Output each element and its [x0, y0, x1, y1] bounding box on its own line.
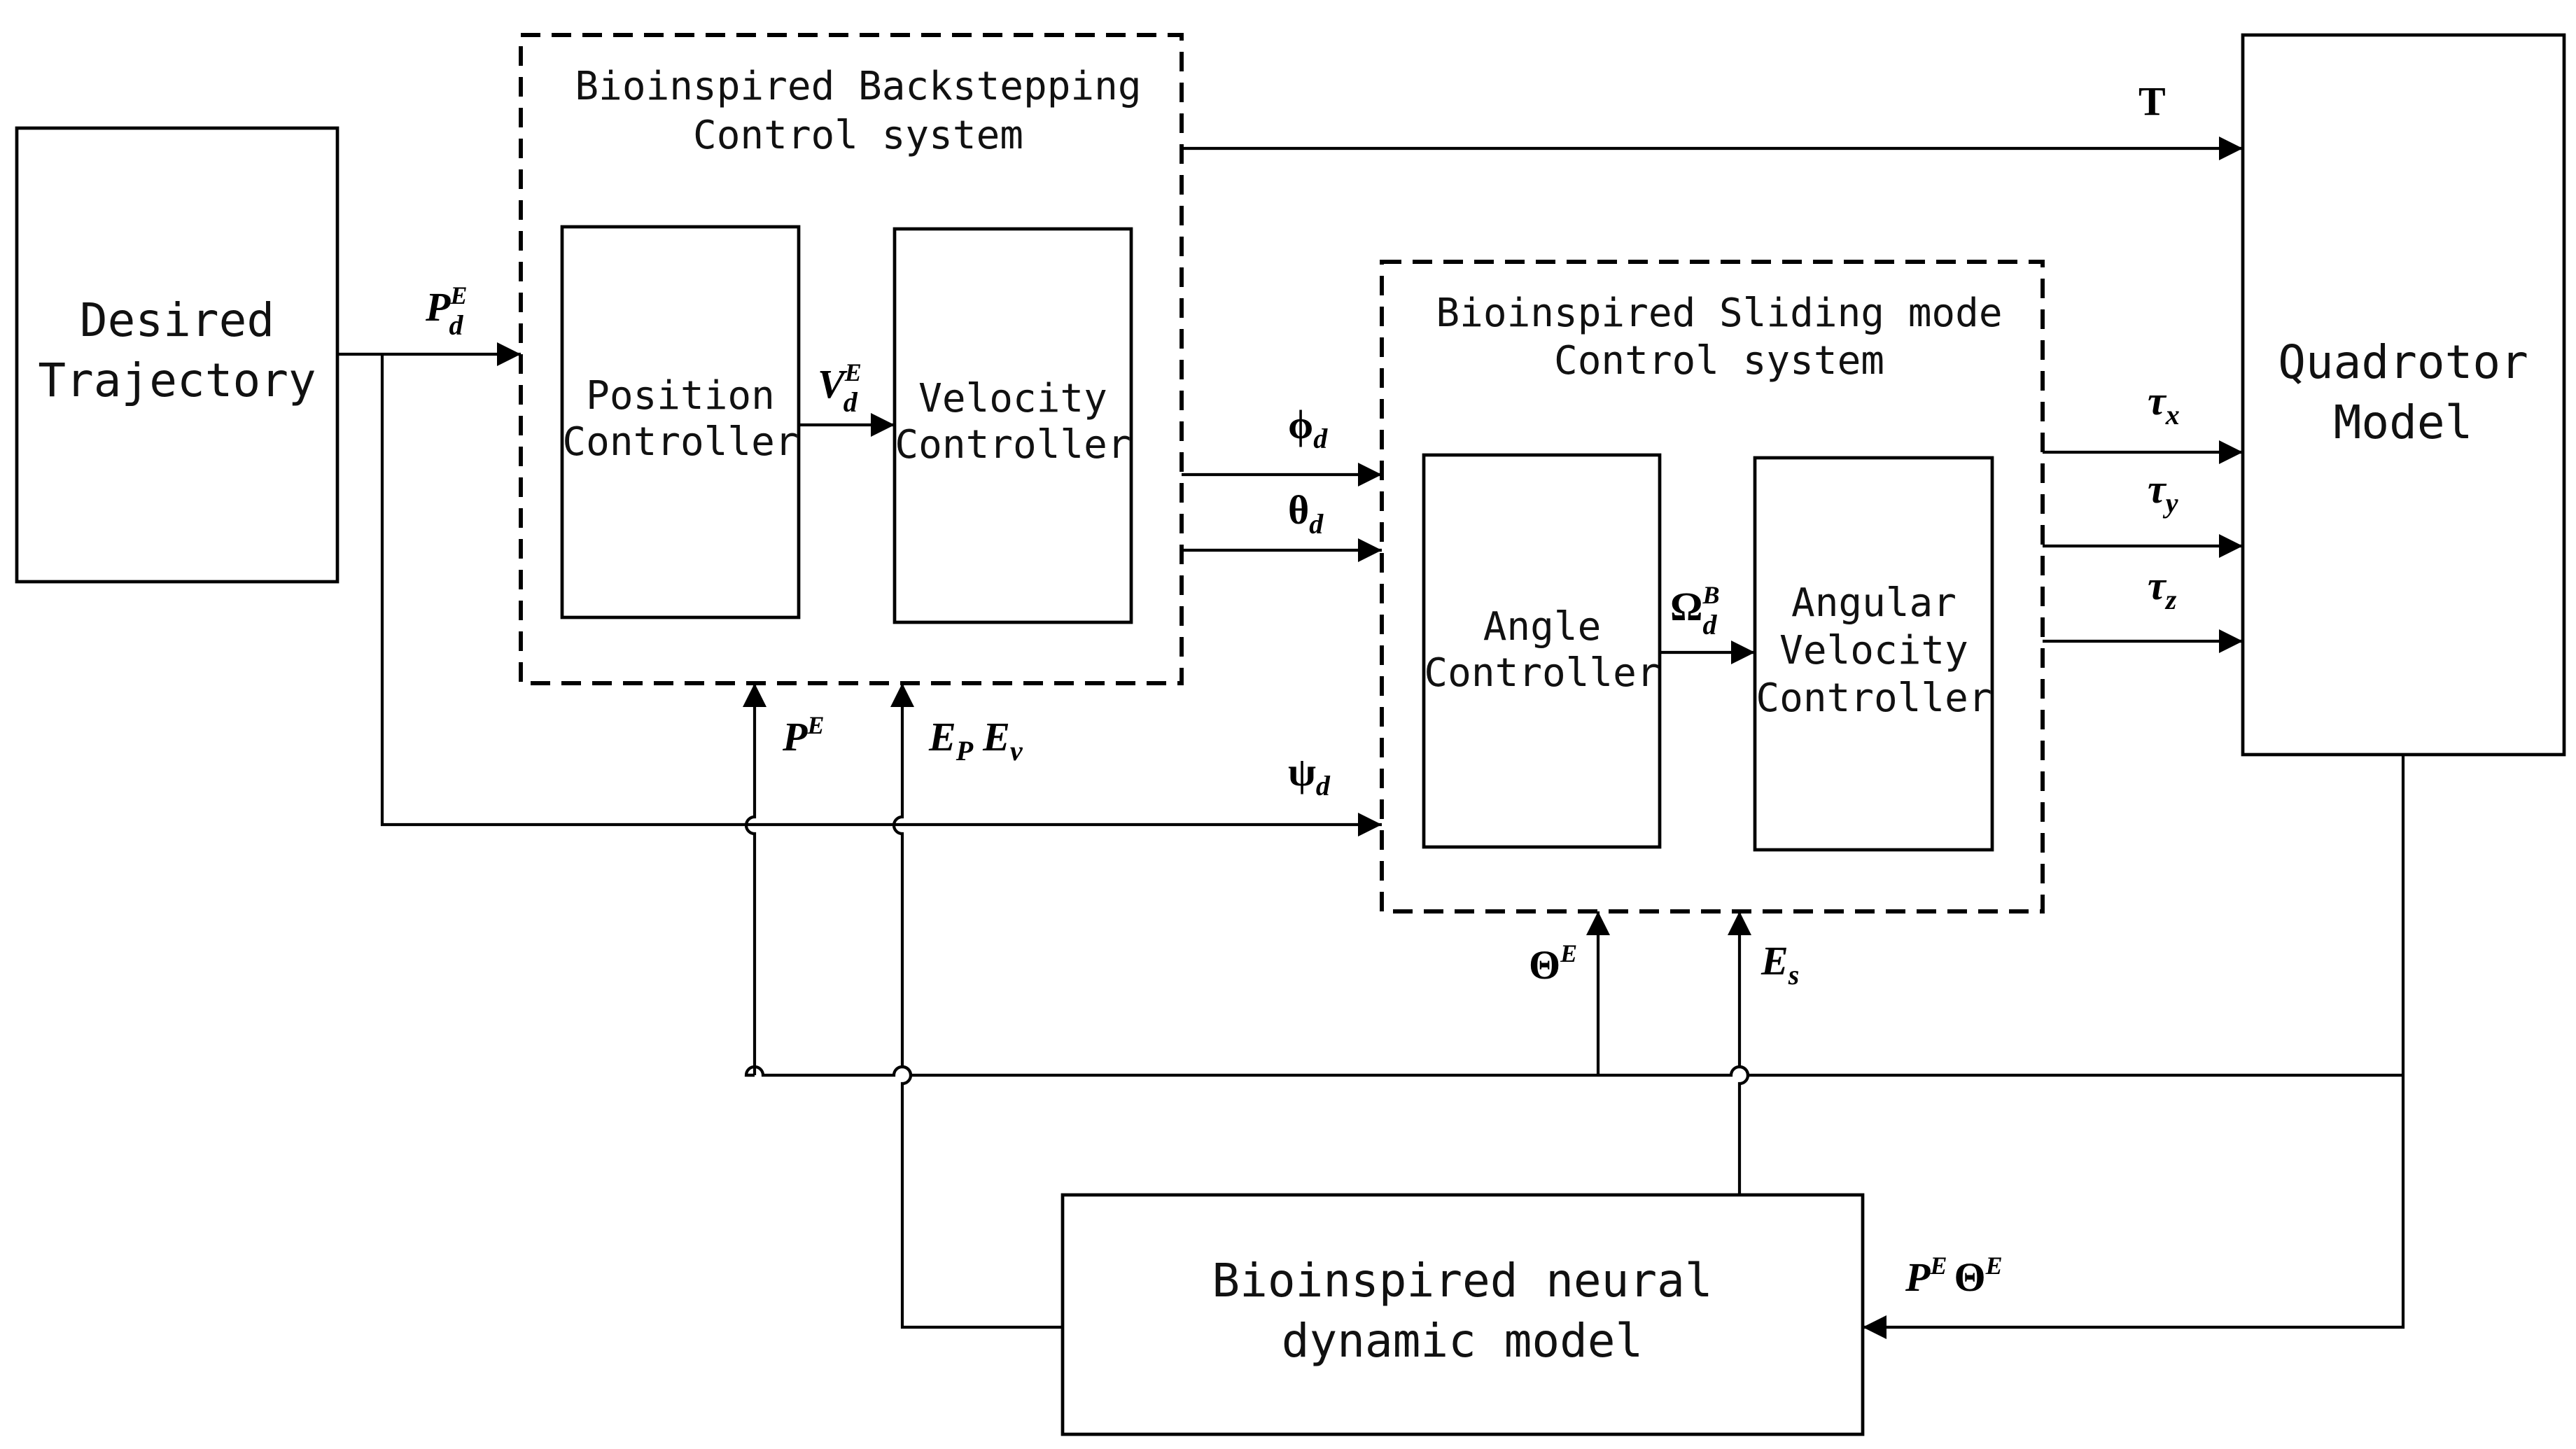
- neural-model-label-1: Bioinspired neural: [1212, 1254, 1712, 1308]
- angular-velocity-controller-label-1: Angular: [1791, 580, 1956, 626]
- theta-d-label: θd: [1288, 487, 1324, 540]
- position-controller-label-1: Position: [586, 373, 775, 419]
- es-arrow: [1728, 911, 1751, 1195]
- angle-controller-label-1: Angle: [1483, 604, 1602, 650]
- velocity-controller-label-1: Velocity: [918, 376, 1107, 421]
- es-label: Es: [1760, 938, 1799, 990]
- pe-label: PE: [782, 711, 824, 760]
- angular-velocity-controller-label-3: Controller: [1756, 676, 1991, 721]
- angular-velocity-controller-label-2: Velocity: [1779, 628, 1968, 673]
- desired-trajectory-label-2: Trajectory: [38, 354, 316, 407]
- desired-trajectory-block: [15, 126, 340, 584]
- sliding-title-1: Bioinspired Sliding mode: [1436, 290, 2002, 336]
- quadrotor-model-label-1: Quadrotor: [2278, 335, 2528, 389]
- theta-e-label: ΘE: [1529, 939, 1577, 988]
- angle-controller-label-2: Controller: [1424, 650, 1660, 696]
- psi-d-arrow: [380, 354, 1382, 836]
- backstepping-control-system-boundary: [519, 33, 1184, 685]
- neural-dynamic-model-block: [1060, 1193, 1865, 1436]
- psi-d-label: ψd: [1288, 749, 1331, 802]
- position-controller-label-2: Controller: [562, 419, 798, 465]
- state-feedback-line: [744, 1065, 2403, 1077]
- quadrotor-model-label-2: Model: [2334, 396, 2473, 449]
- tau-z-label: τz: [2148, 563, 2177, 615]
- ep-ev-arrow: [890, 683, 1063, 1329]
- pe-feedback-arrow: [743, 683, 766, 1075]
- backstepping-title-1: Bioinspired Backstepping: [575, 64, 1141, 109]
- neural-model-label-2: dynamic model: [1282, 1314, 1644, 1368]
- phi-d-label: ϕd: [1288, 402, 1328, 454]
- backstepping-title-2: Control system: [693, 113, 1023, 158]
- position-controller-block: [560, 225, 801, 620]
- quadrotor-output-line: [1863, 755, 2405, 1339]
- thrust-label: T: [2138, 78, 2166, 124]
- sliding-mode-control-system-boundary: [1380, 260, 2045, 913]
- tau-y-label: τy: [2148, 466, 2178, 519]
- velocity-controller-label-2: Controller: [895, 422, 1130, 468]
- tau-x-label: τx: [2148, 378, 2180, 430]
- quadrotor-model-block: [2241, 33, 2566, 757]
- desired-trajectory-label-1: Desired: [80, 293, 274, 347]
- sliding-title-2: Control system: [1554, 338, 1884, 384]
- angular-velocity-controller-block: [1753, 456, 1994, 852]
